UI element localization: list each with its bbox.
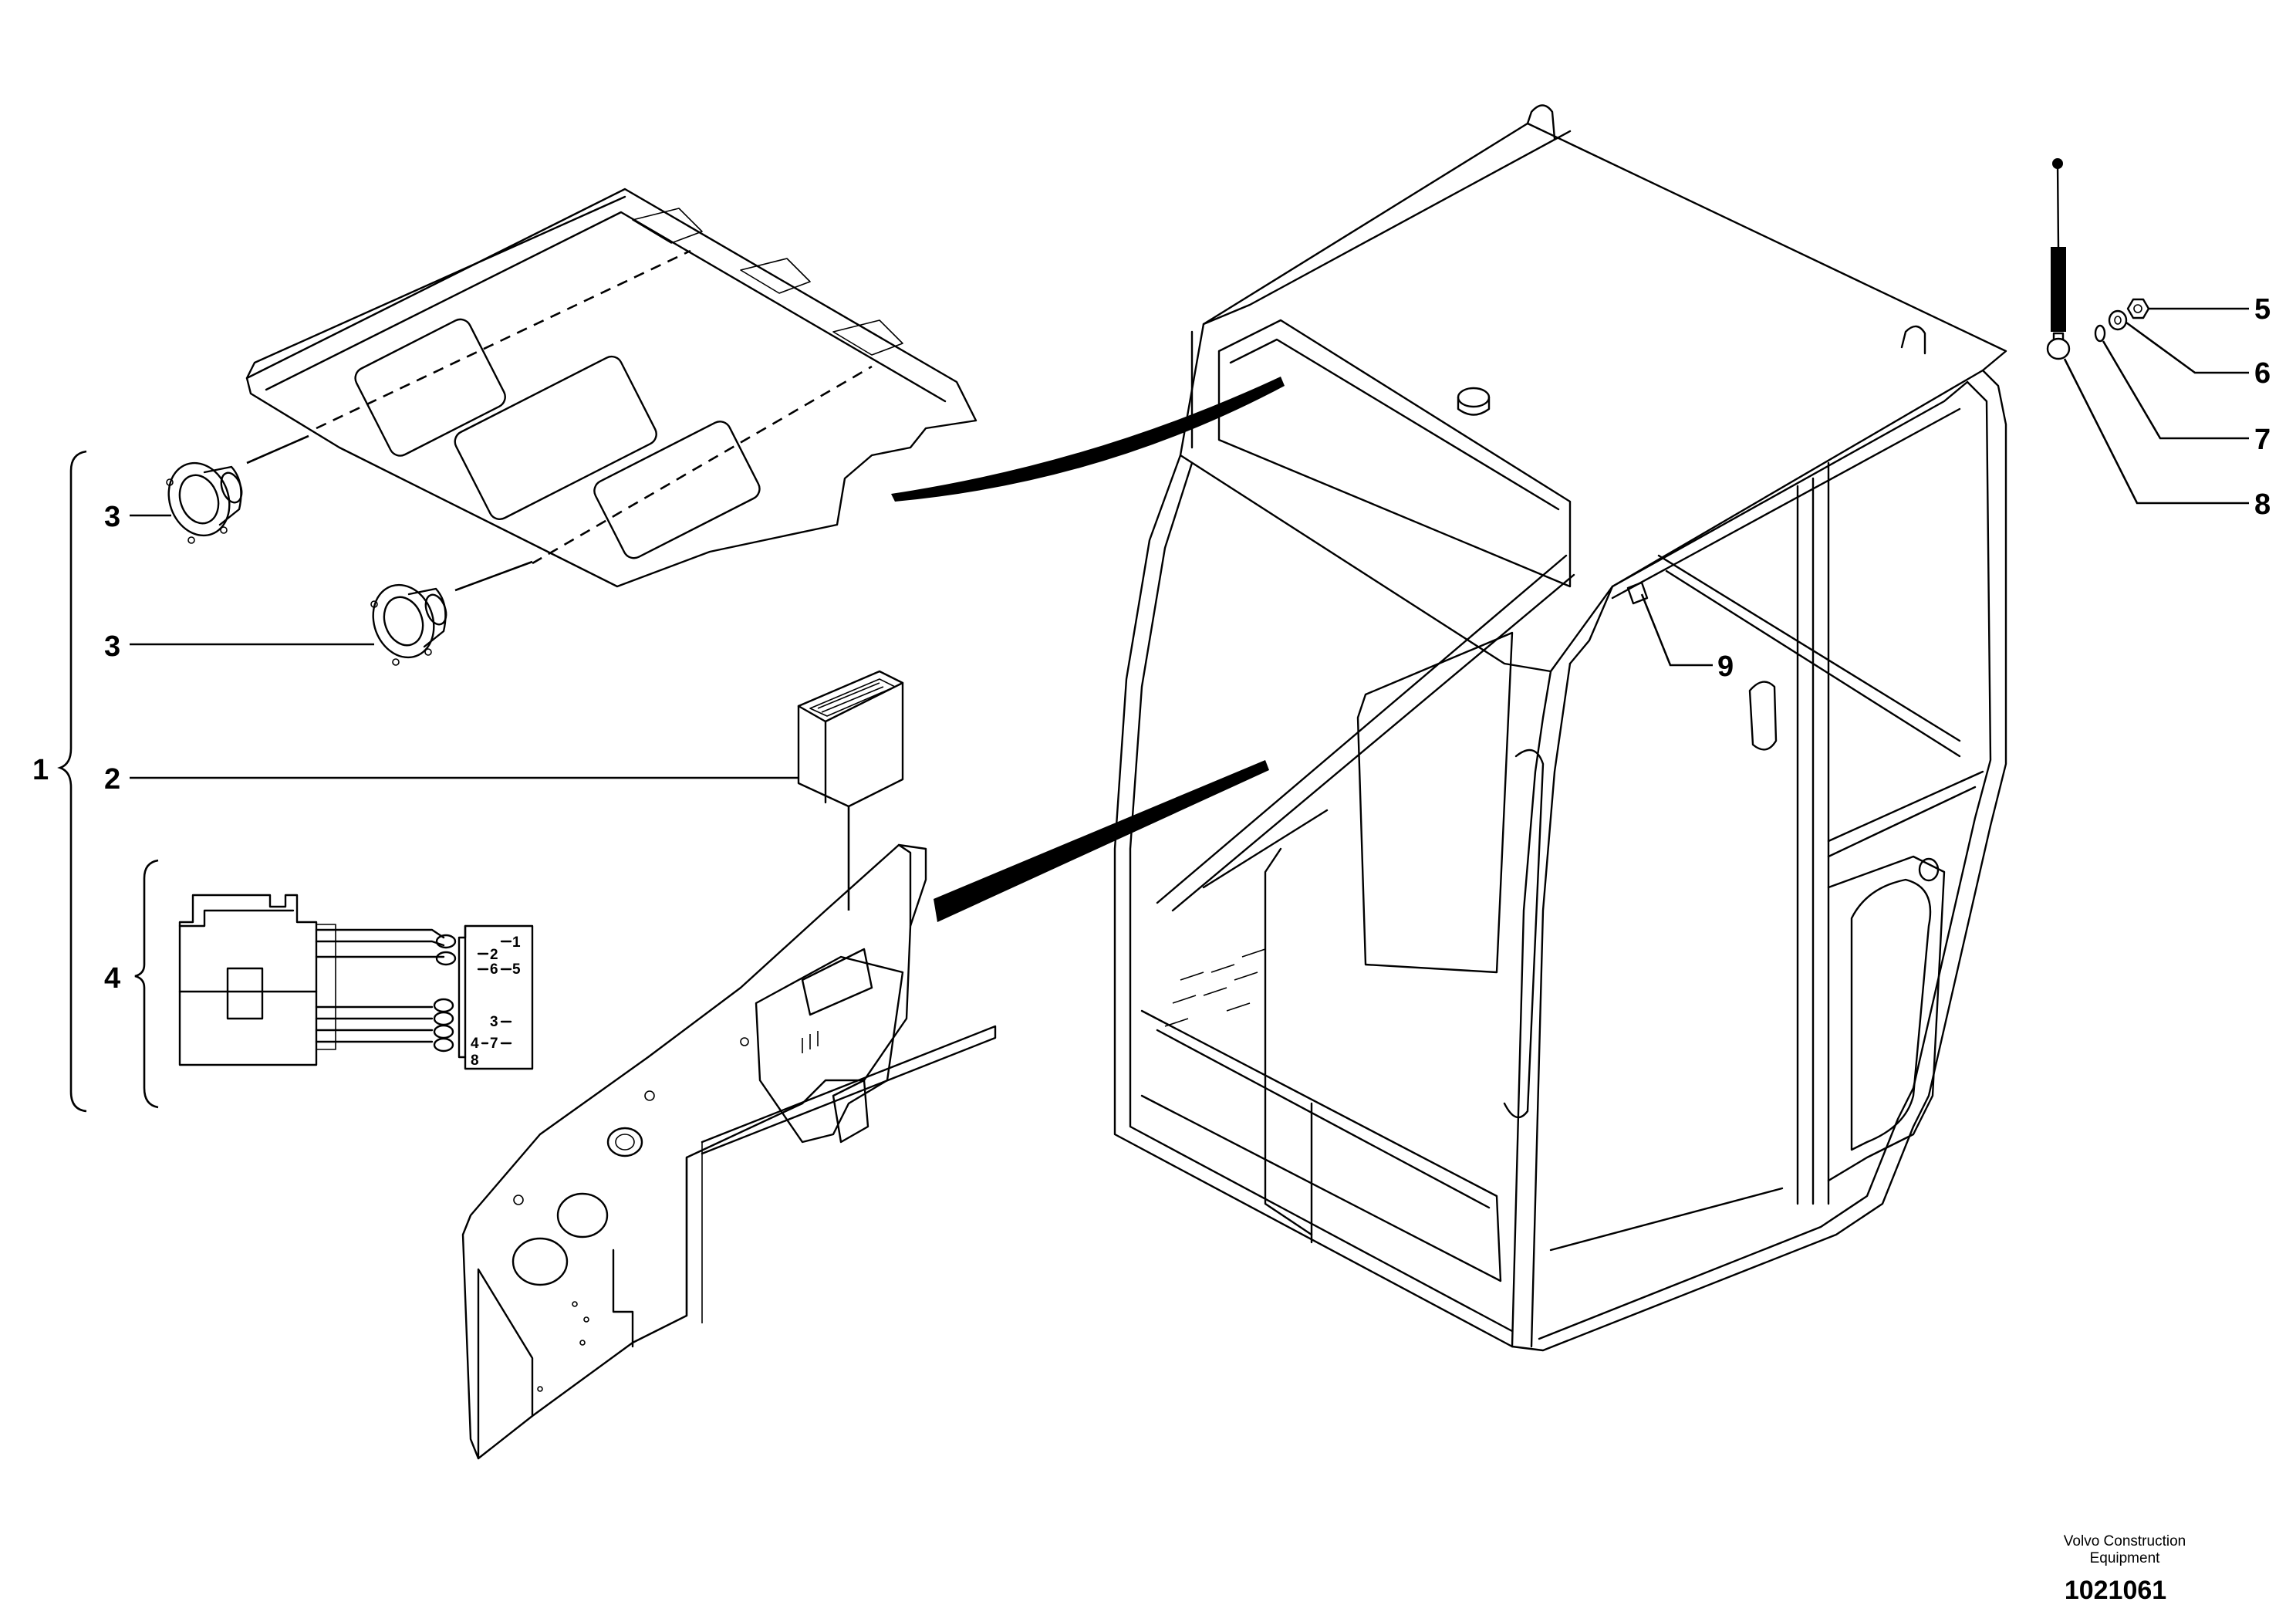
antenna-washer-b [2094, 324, 2106, 343]
speaker-upper [166, 461, 243, 544]
antenna-nut [2126, 298, 2150, 319]
callout-6: 6 [2254, 357, 2271, 390]
callout-7: 7 [2254, 424, 2271, 456]
drawing-number: 1021061 [2065, 1576, 2166, 1605]
rear-vents [1164, 948, 1266, 1027]
pin-label-1: 1 [512, 934, 521, 951]
brace-1 [57, 450, 87, 1113]
antenna [2046, 158, 2071, 360]
callout-4: 4 [104, 962, 120, 995]
pin-label-2: 2 [490, 947, 498, 963]
assembly-line-upper [316, 249, 691, 430]
brace-4 [134, 859, 159, 1109]
leader-8 [2063, 358, 2249, 505]
pin-label-3: 3 [490, 1014, 498, 1030]
dashboard-panel [461, 843, 997, 1460]
leader-7 [2102, 340, 2249, 440]
speaker-lower [370, 583, 447, 666]
brand-line-2: Equipment [2090, 1550, 2161, 1566]
callout-9: 9 [1717, 650, 1734, 683]
assembly-line-lower [532, 365, 873, 565]
operator-cab [1113, 104, 2007, 1352]
headliner-panel [245, 188, 977, 588]
callout-2: 2 [104, 763, 120, 796]
antenna-washer-a [2108, 309, 2128, 331]
pin-label-8: 8 [471, 1053, 479, 1069]
callout-3-lower: 3 [104, 630, 120, 663]
assembly-arrow-dash [934, 760, 1269, 922]
leader-9 [1640, 593, 1713, 667]
radio-unit [797, 670, 904, 911]
pin-label-4: 4 [471, 1036, 479, 1052]
callout-3-upper: 3 [104, 501, 120, 533]
callout-1: 1 [32, 754, 49, 786]
wiring-harness: 1 2 5 6 3 4 7 8 [178, 894, 534, 1070]
pin-label-7: 7 [490, 1036, 498, 1052]
callout-8: 8 [2254, 488, 2271, 521]
assembly-arrow-roof [891, 377, 1285, 502]
brand-line-1: Volvo Construction [2064, 1533, 2186, 1549]
pin-label-5: 5 [512, 961, 521, 978]
pin-label-6: 6 [490, 961, 498, 978]
callout-5: 5 [2254, 293, 2271, 326]
leader-6 [2125, 321, 2249, 374]
